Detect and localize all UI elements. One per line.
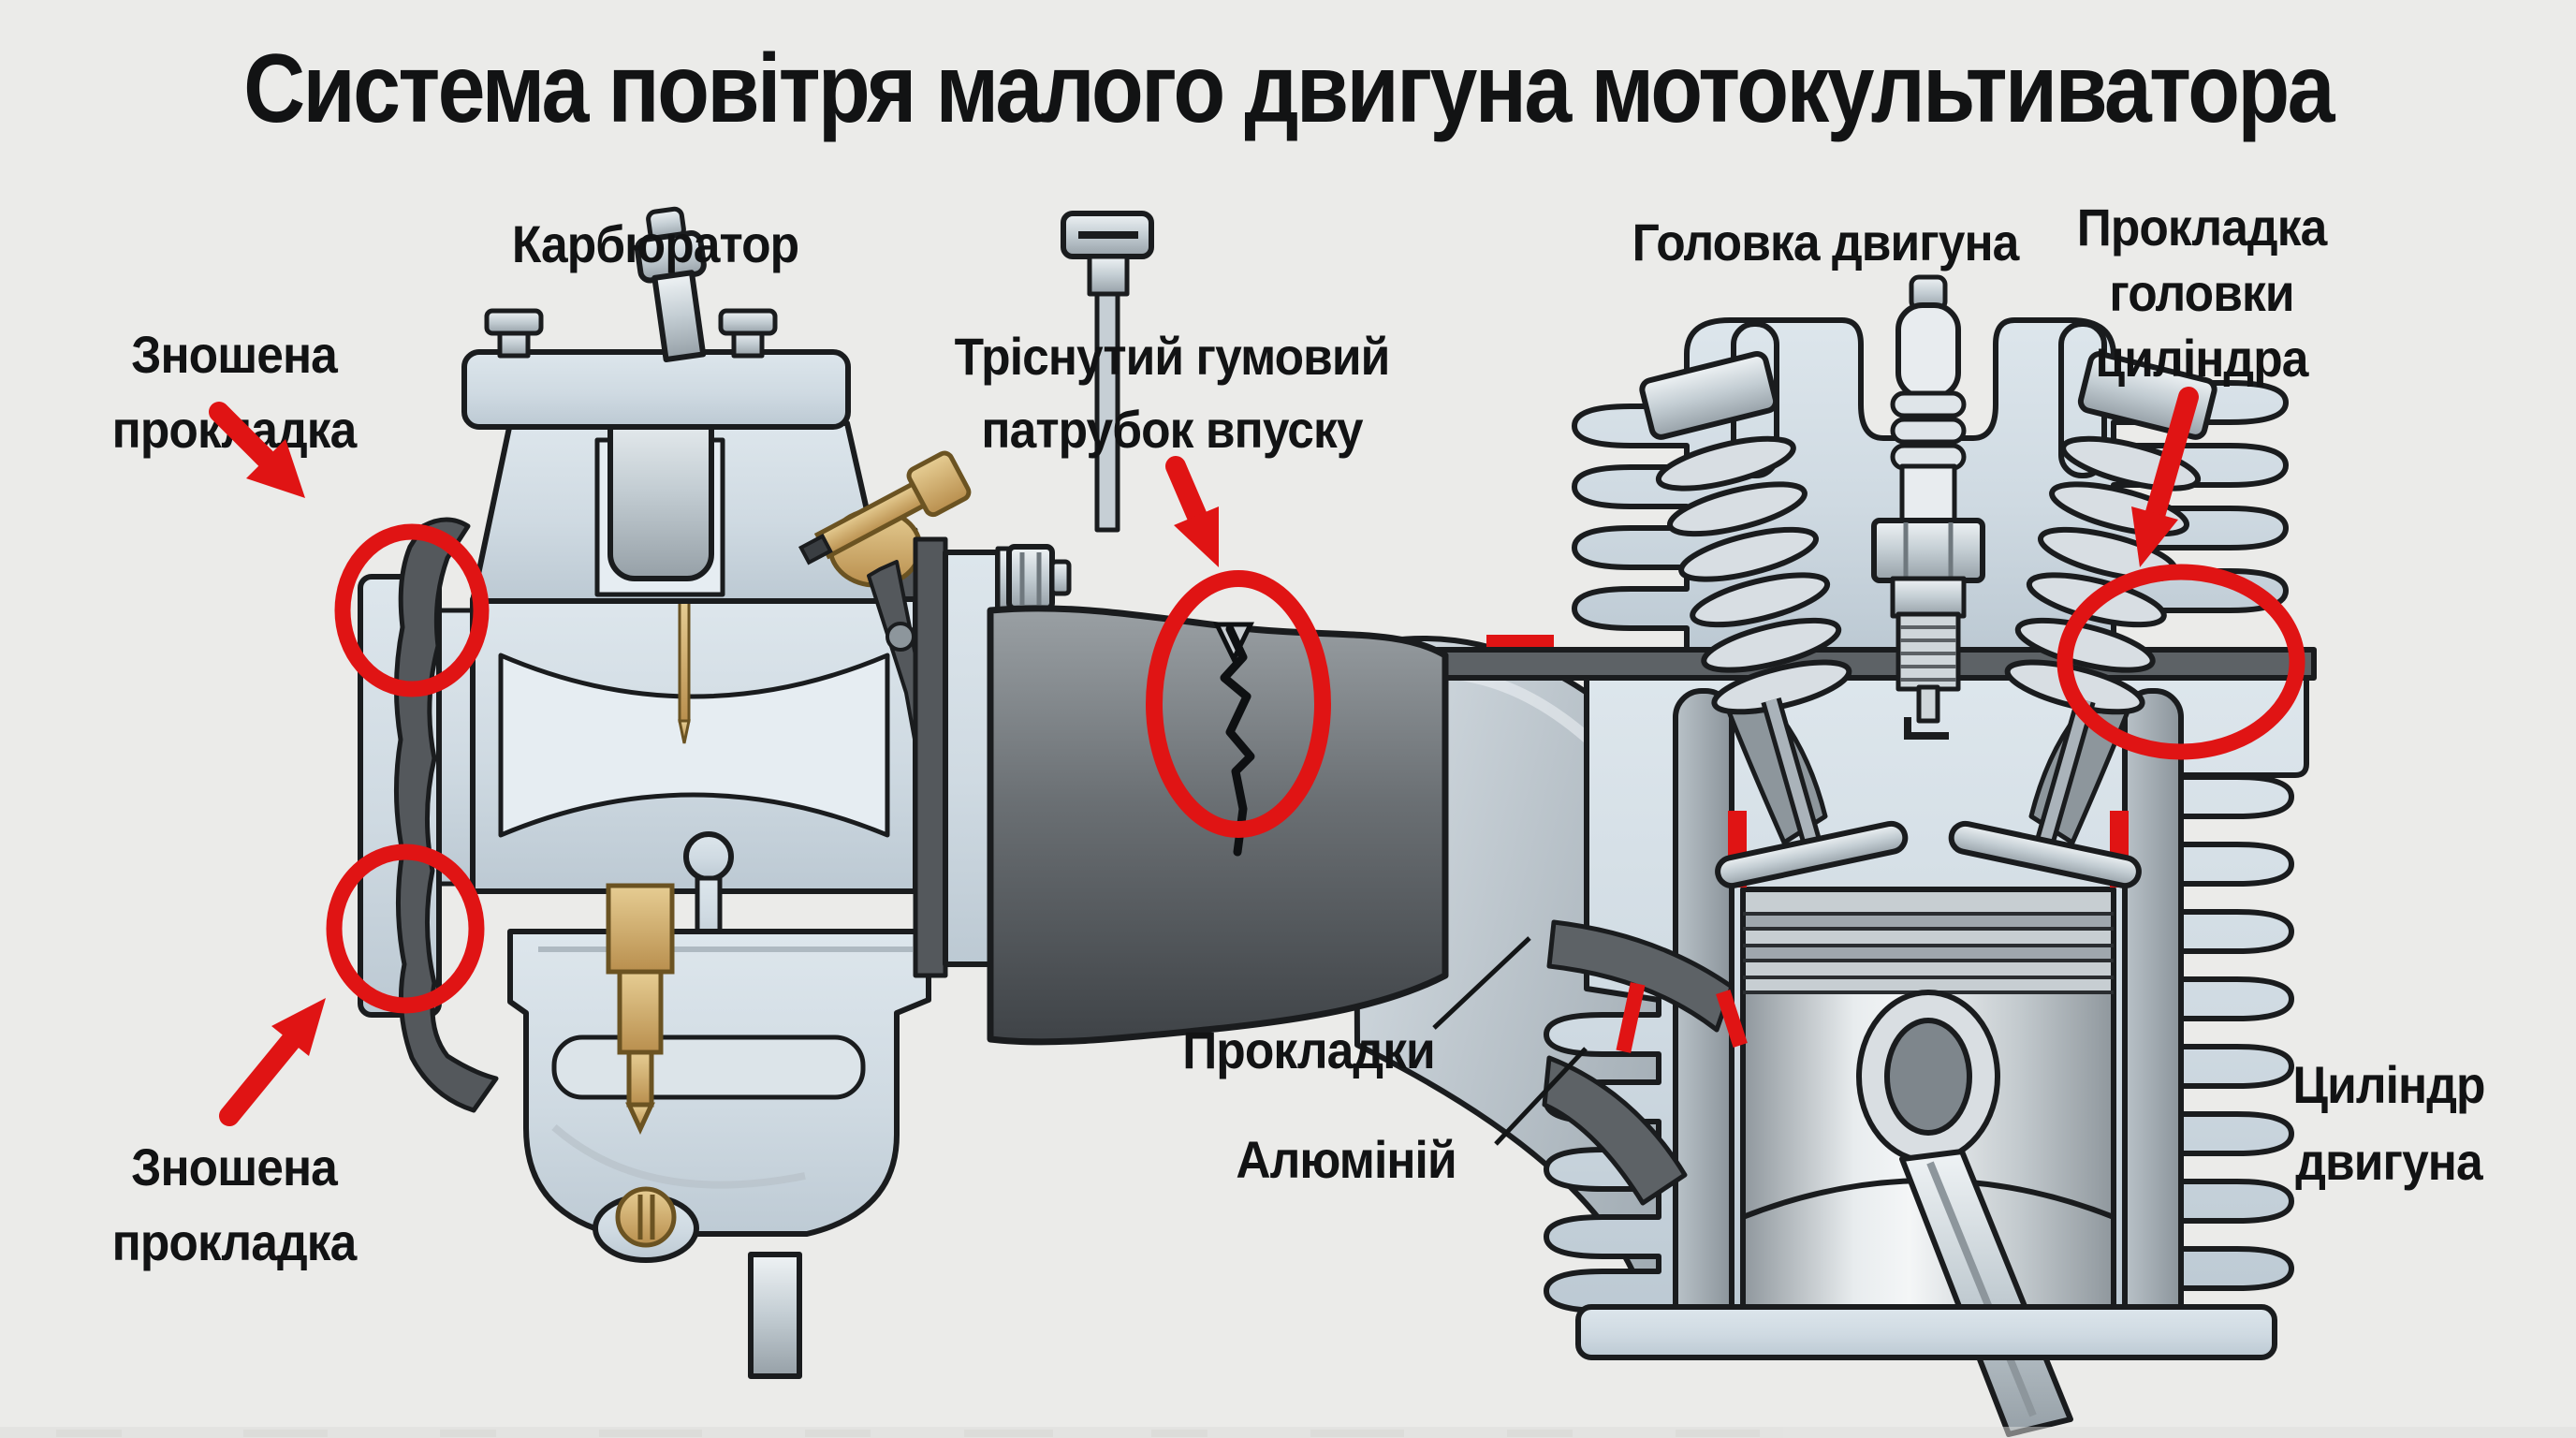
float <box>551 1034 866 1100</box>
throttle-cable-fitting <box>634 206 707 362</box>
port-gasket-red-seal <box>1616 982 1646 1053</box>
label-cracked-pipe-line2: патрубок впуску <box>981 401 1363 459</box>
arrow-shaft-worn-gasket-top <box>209 402 284 477</box>
label-worn-gasket-bottom-line1: Зношена <box>131 1138 339 1196</box>
diagram-labels: Система повітря малого двигуна мотокульт… <box>112 34 2486 1272</box>
label-worn-gasket-top-line1: Зношена <box>131 326 339 384</box>
valve-head-right <box>1948 820 2142 889</box>
label-worn-gasket-bottom-line2: прокладка <box>112 1213 359 1271</box>
circle-worn-gasket-bottom <box>326 844 485 1014</box>
arrow-shaft-worn-gasket-bottom <box>219 1022 308 1126</box>
arrow-head-worn-gasket-bottom <box>271 998 326 1056</box>
crankcase-base <box>1575 1304 2277 1360</box>
port-gasket-red-seal <box>1716 989 1748 1049</box>
spark-plug-icon <box>1871 274 1985 740</box>
label-engine-cylinder-line2: двигуна <box>2295 1133 2483 1191</box>
label-engine-head: Головка двигуна <box>1632 213 2021 271</box>
label-head-gasket-line3: циліндра <box>2096 330 2310 388</box>
valve-head-left <box>1715 820 1909 889</box>
idle-screw <box>798 450 972 588</box>
red-circle-annotations <box>326 523 2305 1014</box>
bottom-watermark-strip <box>0 1427 2576 1438</box>
valve-spring-left <box>1639 351 1909 889</box>
arrow-shaft-head-gasket <box>2143 387 2199 533</box>
head-gasket <box>1431 635 2317 681</box>
cap-screw-icon <box>484 308 544 336</box>
fuel-fitting-screw <box>1061 211 1154 533</box>
venturi-bore <box>498 653 890 838</box>
circle-cracked-pipe <box>1146 570 1331 838</box>
link-eye <box>683 831 734 882</box>
label-head-gasket-line2: головки <box>2109 264 2293 322</box>
red-arrow-heads <box>246 439 2178 1056</box>
main-jet <box>606 883 675 1135</box>
label-head-gasket-line1: Прокладка <box>2077 198 2329 257</box>
flange-nut-icon <box>1006 544 1055 611</box>
leader-lines <box>1432 936 1588 1146</box>
arrow-head-head-gasket <box>2131 506 2178 567</box>
leader-gaskets <box>1432 936 1531 1030</box>
label-aluminium: Алюміній <box>1236 1131 1456 1189</box>
carburetor-top-cap <box>461 349 851 430</box>
crack-line <box>1220 624 1255 857</box>
label-cracked-pipe-line1: Тріснутий гумовий <box>955 328 1390 386</box>
circle-head-gasket <box>2056 564 2305 760</box>
leader-aluminium <box>1494 1047 1588 1146</box>
arrow-head-worn-gasket-top <box>246 439 305 498</box>
piston-illustration <box>1740 887 2116 1437</box>
overflow-tube <box>748 1252 802 1379</box>
piston-pin <box>1884 1018 1972 1136</box>
drain-screw <box>615 1186 677 1248</box>
label-gaskets: Прокладки <box>1182 1021 1435 1079</box>
arrow-head-cracked-pipe <box>1174 506 1219 567</box>
circle-worn-gasket-top <box>334 523 490 697</box>
cylinder-bore-wall-right <box>2122 688 2184 1336</box>
page-title: Система повітря малого двигуна мотокульт… <box>243 34 2336 143</box>
cap-screw-icon <box>718 308 778 336</box>
label-carburetor: Карбюратор <box>512 215 798 273</box>
intake-port-gaskets <box>1542 919 1748 1206</box>
label-engine-cylinder-line1: Циліндр <box>2292 1056 2484 1114</box>
